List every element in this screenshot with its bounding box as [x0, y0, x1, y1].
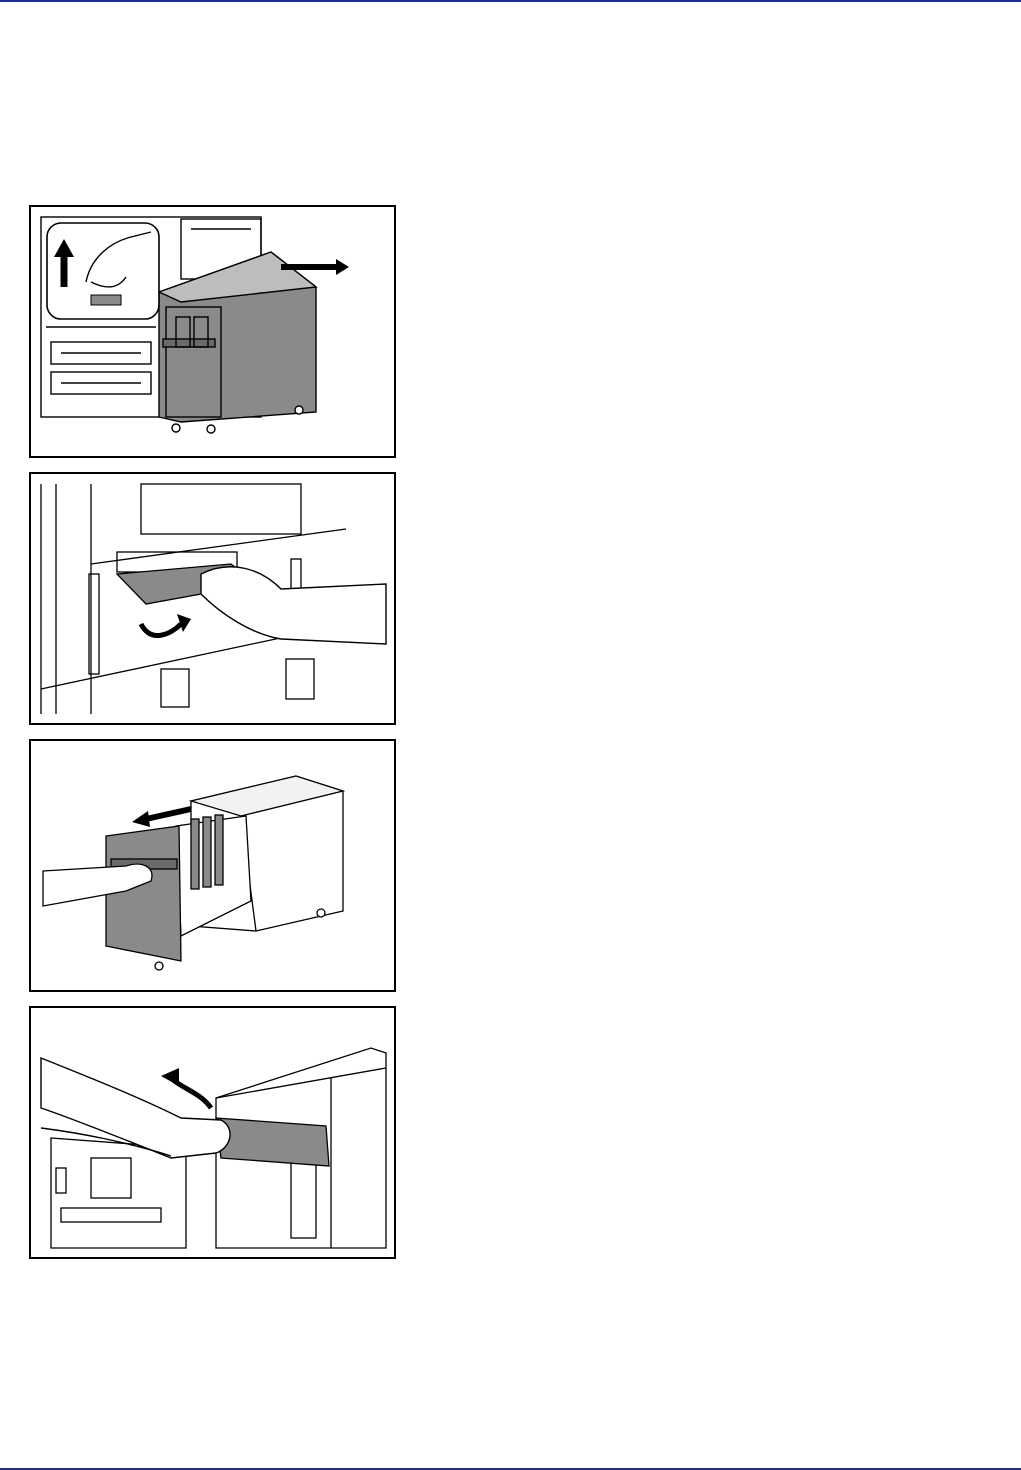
curved-arrow-icon	[161, 1068, 211, 1108]
step-1-drawing	[31, 207, 394, 456]
step-3-drawing	[31, 741, 394, 990]
step-4-drawing	[31, 1008, 394, 1257]
header-rule	[0, 0, 1021, 2]
step-2-drawing	[31, 474, 394, 723]
step-2-illustration	[29, 472, 396, 725]
arrow-left-icon	[132, 809, 191, 827]
hand-and-arm	[201, 567, 386, 644]
step-4-illustration	[29, 1006, 396, 1259]
jammed-paper	[216, 1118, 329, 1166]
step-1-illustration	[29, 205, 396, 458]
step-3-illustration	[29, 739, 396, 992]
curved-arrow-icon	[141, 614, 191, 636]
feeder-drawer	[106, 815, 251, 970]
hand-lift-callout	[47, 223, 159, 319]
